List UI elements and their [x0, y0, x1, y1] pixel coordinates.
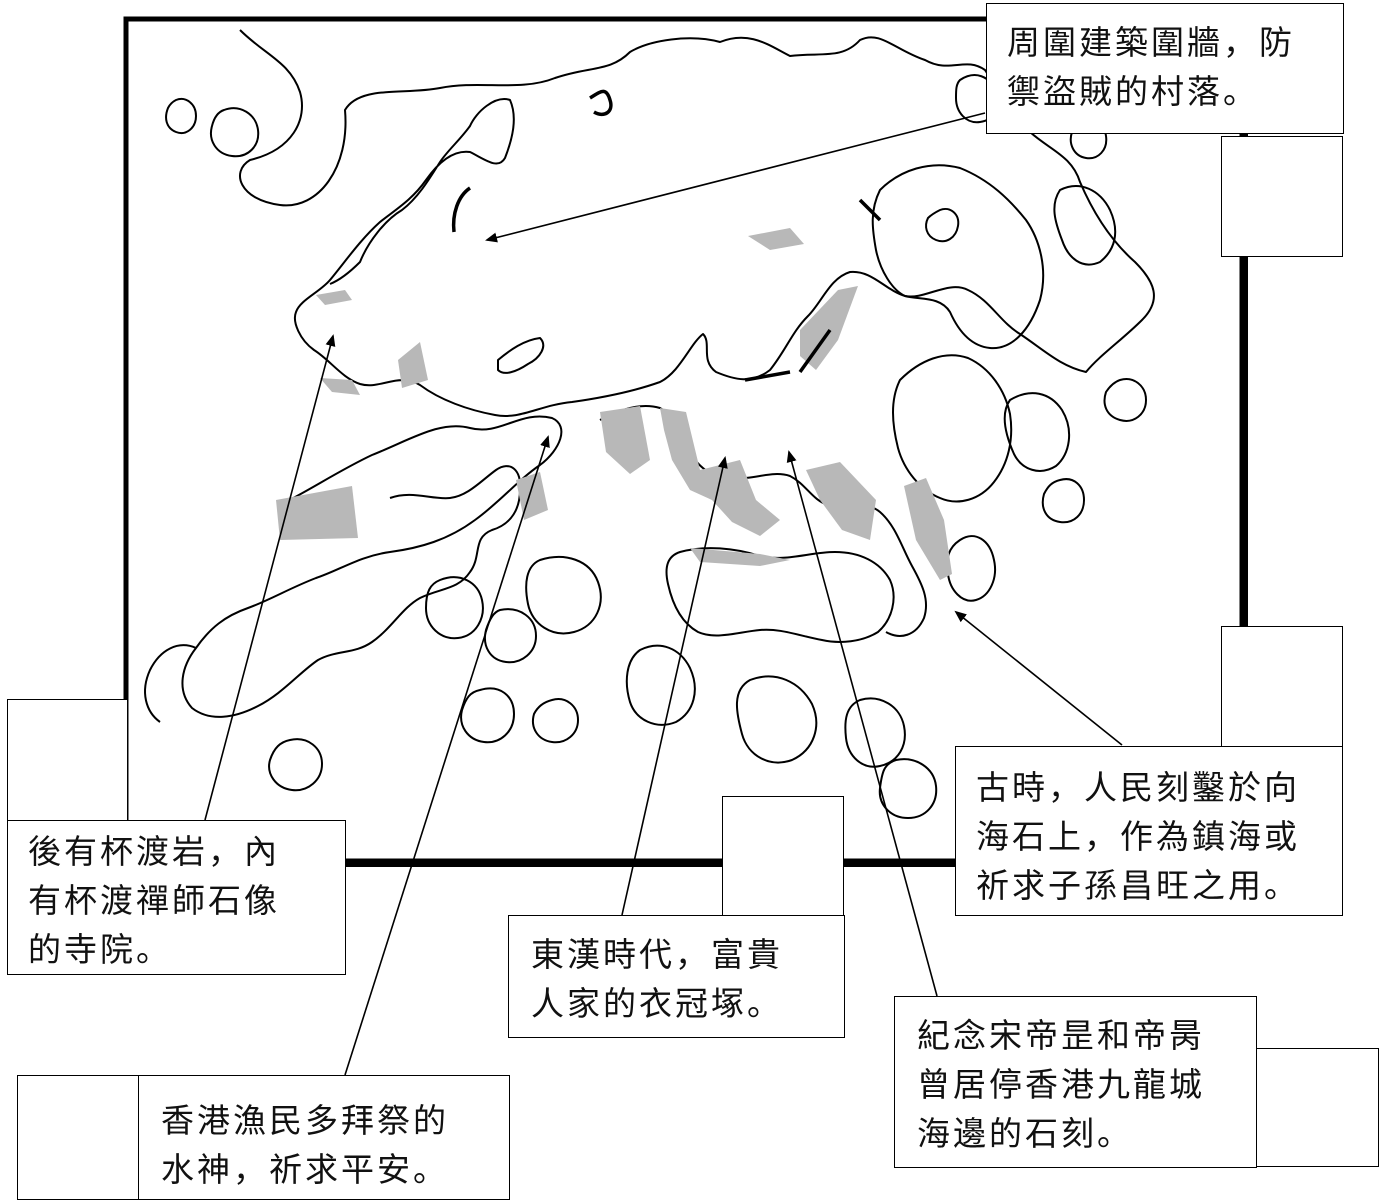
callout-arrows — [204, 112, 1123, 1076]
callout-walled-village-line2: 禦盜賊的村落。 — [1007, 72, 1259, 111]
callout-rock-carving: 古時，人民刻鑿於向 海石上，作為鎮海或 祈求子孫昌旺之用。 — [955, 746, 1343, 916]
answer-box-6[interactable] — [1256, 1048, 1379, 1167]
answer-box-2[interactable] — [1221, 626, 1343, 748]
callout-rock-carving-line3: 祈求子孫昌旺之用。 — [976, 866, 1300, 905]
callout-tomb: 東漢時代，富貴 人家的衣冠塚。 — [508, 915, 845, 1038]
callout-rock-carving-line1: 古時，人民刻鑿於向 — [976, 768, 1300, 807]
arrow-tomb — [621, 456, 728, 916]
callout-song-stone-line3: 海邊的石刻。 — [917, 1114, 1133, 1153]
answer-box-4[interactable] — [722, 796, 844, 918]
callout-walled-village: 周圍建築圍牆，防 禦盜賊的村落。 — [986, 3, 1344, 134]
callout-sea-goddess: 香港漁民多拜祭的 水神，祈求平安。 — [138, 1075, 510, 1200]
answer-box-5[interactable] — [17, 1075, 139, 1200]
callout-song-stone: 紀念宋帝昰和帝昺 曾居停香港九龍城 海邊的石刻。 — [894, 996, 1257, 1168]
callout-tomb-line2: 人家的衣冠塚。 — [531, 984, 783, 1023]
arrow-temple — [204, 334, 336, 821]
answer-box-3[interactable] — [7, 699, 128, 821]
arrow-rock-carving — [954, 610, 1123, 746]
arrow-walled-village — [485, 112, 986, 243]
arrow-sea-goddess — [344, 435, 550, 1076]
callout-sea-goddess-line2: 水神，祈求平安。 — [161, 1150, 449, 1189]
reclaimed-land — [276, 228, 952, 580]
callout-temple: 後有杯渡岩，內 有杯渡禪師石像 的寺院。 — [7, 820, 346, 975]
callout-tomb-line1: 東漢時代，富貴 — [531, 935, 783, 974]
map-bold-lines — [451, 89, 882, 382]
callout-song-stone-line2: 曾居停香港九龍城 — [917, 1065, 1205, 1104]
answer-box-1[interactable] — [1221, 136, 1343, 257]
callout-rock-carving-line2: 海石上，作為鎮海或 — [976, 817, 1300, 856]
callout-temple-line2: 有杯渡禪師石像 — [28, 881, 280, 920]
callout-song-stone-line1: 紀念宋帝昰和帝昺 — [917, 1016, 1205, 1055]
callout-temple-line1: 後有杯渡岩，內 — [28, 832, 280, 871]
callout-temple-line3: 的寺院。 — [28, 930, 172, 969]
callout-walled-village-line1: 周圍建築圍牆，防 — [1007, 23, 1295, 62]
callout-sea-goddess-line1: 香港漁民多拜祭的 — [161, 1101, 449, 1140]
arrow-song-stone — [786, 450, 938, 997]
